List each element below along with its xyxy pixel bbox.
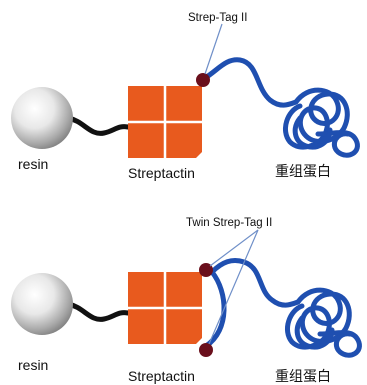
linker-bottom xyxy=(65,301,131,322)
resin-bead-bottom xyxy=(11,273,73,335)
resin-bead-top xyxy=(11,87,73,149)
linker-top xyxy=(65,115,131,136)
callout-line-bottom-a xyxy=(209,229,259,267)
streptactin-label-top: Streptactin xyxy=(128,165,195,181)
strep-tag-dot-upper xyxy=(199,263,213,277)
streptactin-label-bottom: Streptactin xyxy=(128,368,195,384)
streptactin-tetramer-bottom xyxy=(128,272,202,344)
strep-tag-dot-lower xyxy=(199,343,213,357)
protein-label-top: 重组蛋白 xyxy=(275,163,331,179)
recombinant-protein-top xyxy=(202,57,360,158)
protein-label-bottom: 重组蛋白 xyxy=(275,368,331,384)
callout-line-top xyxy=(204,23,223,75)
recombinant-protein-bottom xyxy=(203,257,362,358)
tag-label-top: Strep-Tag II xyxy=(188,12,247,24)
streptactin-tetramer-top xyxy=(128,86,202,158)
panel-strep-tag-ii: Strep-Tag II resin Streptactin 重组蛋白 xyxy=(11,12,360,181)
resin-label-bottom: resin xyxy=(18,357,48,373)
tag-label-bottom: Twin Strep-Tag II xyxy=(186,217,272,229)
resin-label-top: resin xyxy=(18,156,48,172)
panel-twin-strep-tag-ii: Twin Strep-Tag II resin Streptactin 重组蛋白 xyxy=(11,217,362,384)
callout-line-bottom-b xyxy=(208,229,259,345)
strep-tag-dot-top xyxy=(196,73,210,87)
